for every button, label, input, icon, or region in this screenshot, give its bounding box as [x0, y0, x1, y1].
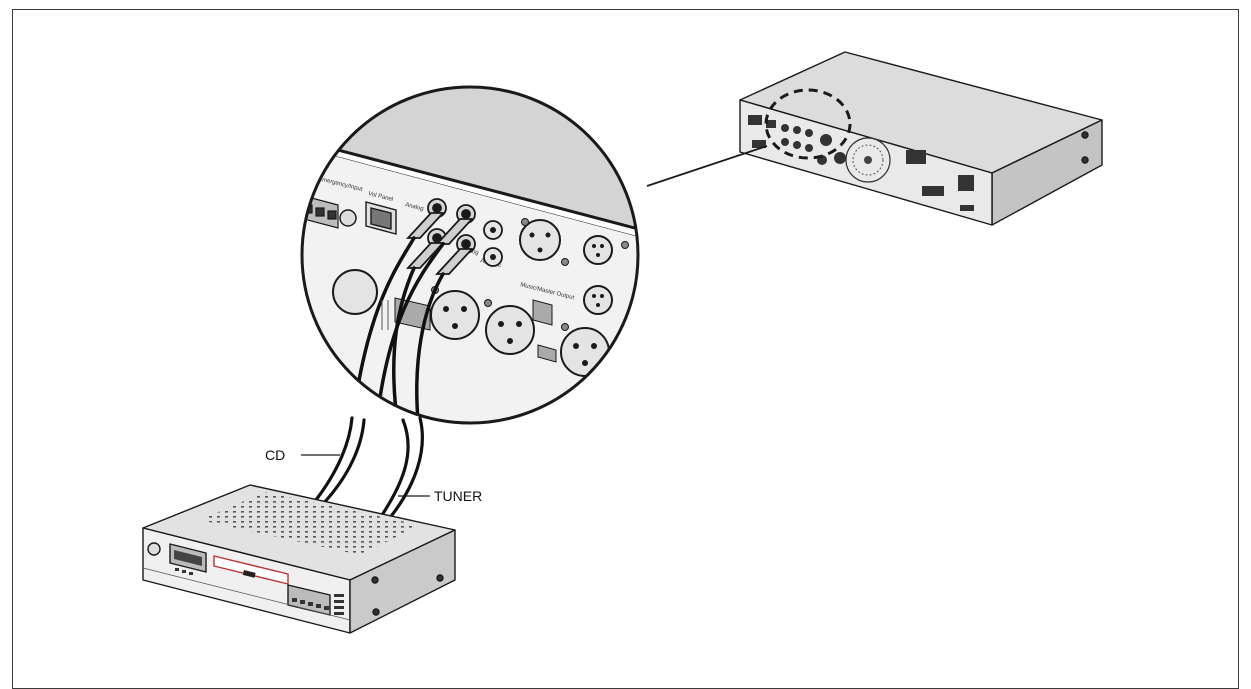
tuner-cable: [390, 416, 424, 517]
cd-label: CD: [265, 447, 285, 463]
rear-switch: [906, 150, 926, 164]
rear-jack: [805, 129, 813, 137]
rca-plugs: [405, 198, 476, 275]
cd-tuner-side-face: [349, 529, 456, 634]
rear-jack: [793, 141, 801, 149]
rear-jack: [781, 124, 789, 132]
detail-highlight-circle: [764, 88, 852, 160]
panel-text-group-c: Analog: [405, 202, 425, 212]
rear-jack: [781, 138, 789, 146]
xlr-socket: [583, 285, 613, 315]
xlr-socket: [560, 327, 610, 377]
xlr-socket: [519, 219, 561, 261]
xlr-socket: [485, 305, 535, 355]
rear-terminal-block: [922, 186, 944, 196]
rear-label-plate: [960, 205, 974, 211]
fan-grille: [845, 137, 891, 183]
rj45-port: [365, 201, 397, 235]
xlr-socket: [583, 235, 613, 265]
cd-tray: [213, 555, 289, 585]
xlr-socket: [430, 290, 480, 340]
dip-switch-bank: [394, 297, 557, 363]
amplifier-screw: [1081, 131, 1089, 139]
rear-terminal: [766, 120, 776, 128]
cd-cable: [320, 418, 366, 507]
tuner-label: TUNER: [434, 488, 482, 504]
power-knob: [147, 542, 161, 556]
rear-xlr: [820, 134, 832, 146]
magnifier-leader-line: [646, 145, 768, 187]
cd-tuner-unit: [142, 484, 456, 634]
cd-tuner-vents: [200, 492, 420, 555]
amplifier-unit: [739, 51, 1103, 226]
power-inlet: [958, 175, 974, 191]
cd-cable: [310, 416, 354, 507]
xlr-socket: [332, 269, 378, 315]
trim-knob: [339, 209, 357, 227]
rear-jack: [805, 144, 813, 152]
magnifier-circle-outline: [300, 85, 640, 425]
rear-jack: [793, 126, 801, 134]
tuner-cable: [380, 418, 410, 517]
rear-xlr: [834, 152, 846, 164]
rear-terminal: [752, 140, 766, 148]
panel-text-group-b: Vol Panel: [368, 191, 394, 203]
amplifier-screw: [1081, 156, 1089, 164]
rear-terminal-block: [748, 115, 762, 125]
magnified-panel-detail: Emergency/Input Vol Panel Analog Music/M…: [300, 85, 640, 425]
